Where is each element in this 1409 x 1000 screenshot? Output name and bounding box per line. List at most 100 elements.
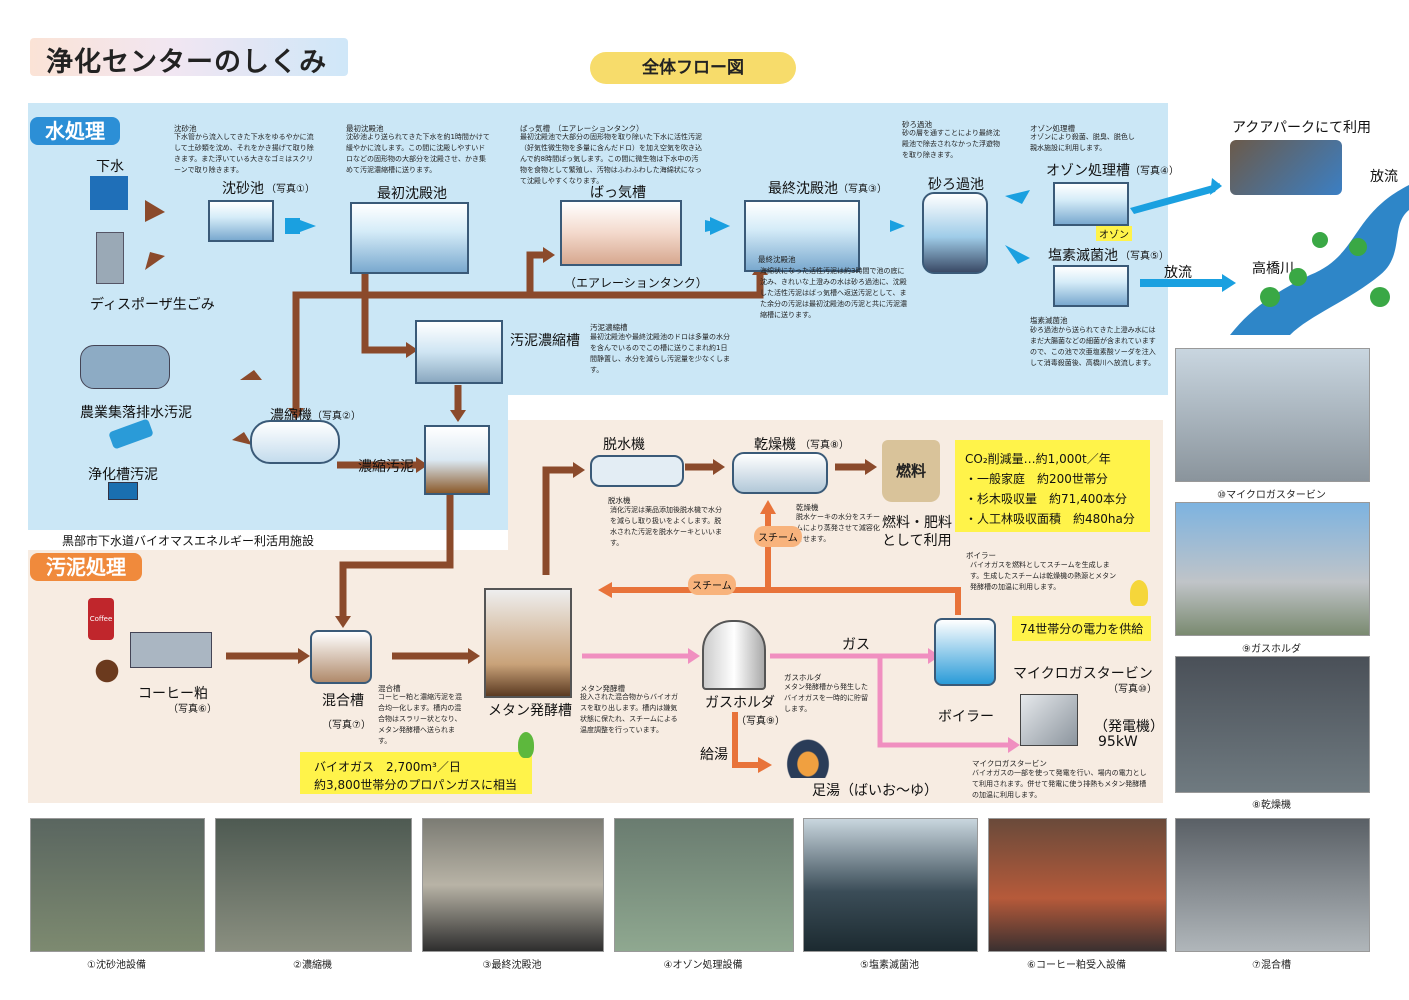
- chinsachi-desc: 下水管から流入してきた下水をゆるやかに流して土砂類を沈め、それをかき揚げて取り除…: [174, 133, 314, 174]
- photo-caption-10: ⑩マイクロガスタービン: [1217, 490, 1326, 501]
- chinsachi-title: 沈砂池: [222, 181, 264, 197]
- mixing-tank-icon: [310, 630, 372, 684]
- concentrate-tank: [424, 425, 490, 495]
- gasholder-desc: メタン発酵槽から発生したバイオガスを一時的に貯留します。: [784, 683, 868, 713]
- kansou-title: 乾燥機: [754, 437, 796, 453]
- coffee-title: コーヒー粕: [138, 686, 208, 702]
- photo-caption-7: ⑦混合槽: [1252, 960, 1291, 971]
- fuel-bag-icon: 燃料: [882, 440, 940, 502]
- coffee-photo: （写真⑥）: [168, 704, 217, 715]
- co2-line1: CO₂削減量…約1,000t／年: [965, 452, 1111, 466]
- thickener-icon: [250, 420, 340, 464]
- ozone-title: オゾン処理槽: [1046, 163, 1130, 179]
- jyouka-label: 浄化槽汚泥: [88, 467, 158, 483]
- gasholder-desc-title: ガスホルダ: [784, 673, 822, 682]
- disposer-label: ディスポーザ生ごみ: [90, 297, 215, 313]
- flow-label: 全体フロー図: [590, 52, 796, 84]
- facility-name: 黒部市下水道バイオマスエネルギー利活用施設: [62, 534, 315, 548]
- metan-desc-title: メタン発酵槽: [580, 684, 625, 693]
- steam1-label: スチーム: [754, 526, 802, 547]
- saishu-photo: （写真③）: [838, 184, 887, 195]
- photo-caption-6: ⑥コーヒー粕受入設備: [1027, 960, 1126, 971]
- bakki-title: ばっ気槽: [590, 185, 646, 201]
- co2-box: CO₂削減量…約1,000t／年 ・一般家庭 約200世帯分 ・杉木吸収量 約7…: [955, 440, 1150, 532]
- return-to-aeration-line: [526, 251, 545, 295]
- boiler-desc: バイオガスを燃料としてスチームを生成します。生成したスチームは乾燥機の熱源とメタ…: [970, 561, 1117, 591]
- page-title: 浄化センターのしくみ: [46, 47, 328, 78]
- river-icon: [1230, 185, 1409, 335]
- ozone-tank: [1053, 182, 1129, 226]
- turbine-desc-title: マイクロガスタービン: [972, 759, 1047, 768]
- ozone-desc: オゾンにより殺菌、脱臭、脱色し親水施設に利用します。: [1030, 133, 1135, 152]
- co2-line3: ・杉木吸収量 約71,400本分: [965, 492, 1127, 506]
- boiler-title: ボイラー: [938, 709, 994, 725]
- bakki-desc-title: ばっ気槽 （エアレーションタンク）: [520, 124, 644, 133]
- houryu2-label: 放流: [1164, 265, 1192, 281]
- methane-tank-icon: [484, 588, 572, 698]
- dassui-title: 脱水機: [603, 437, 645, 453]
- boiler-icon: [934, 618, 996, 686]
- nenryo-caption2: として利用: [882, 533, 952, 549]
- turbine-photo: （写真⑩）: [1108, 684, 1157, 695]
- dryer-icon: [732, 452, 828, 494]
- methane-to-dewater: [542, 466, 575, 575]
- turbine-kw: 95kW: [1098, 734, 1138, 750]
- coffee-can-icon: Coffee: [88, 598, 114, 640]
- kongou-photo: （写真⑦）: [322, 720, 371, 731]
- kyuto-label: 給湯: [700, 747, 728, 763]
- steam-to-methane: [612, 587, 961, 615]
- coffee-beans-icon: [92, 648, 122, 694]
- sewage-label: 下水: [96, 159, 124, 175]
- footbath-icon: [772, 722, 844, 778]
- biogas-line1: バイオガス 2,700m³／日: [314, 760, 461, 774]
- enso-desc-title: 塩素滅菌池: [1030, 316, 1068, 325]
- turbine-gen: （発電機）: [1094, 719, 1164, 735]
- chinsachi-tank: [208, 200, 274, 242]
- hot-water-line: [732, 712, 760, 768]
- photo-caption-3: ③最終沈殿池: [482, 960, 542, 971]
- water-section-tag: 水処理: [30, 117, 120, 145]
- photo-ozone: [614, 818, 794, 952]
- chinsachi-desc-title: 沈砂池: [174, 124, 197, 133]
- bakki-desc: 最初沈殿池で大部分の固形物を取り除いた下水に活性汚泥（好気性微生物を多量に含んだ…: [520, 133, 702, 185]
- coffee-truck-icon: [130, 632, 212, 668]
- flame-icon: [518, 732, 534, 758]
- kansou-desc-title: 乾燥機: [796, 503, 819, 512]
- saisho-desc: 沈砂池より送られてきた下水を約1時間かけて緩やかに流します。この間に沈殿しやすい…: [346, 133, 490, 174]
- suna-title: 砂ろ過池: [928, 177, 984, 193]
- dassui-desc: 消化汚泥は薬品添加後脱水機で水分を減らし取り扱いをよくします。脱水された汚泥を脱…: [610, 506, 722, 547]
- photo-caption-8: ⑧乾燥機: [1252, 800, 1291, 811]
- sludge-section-tag: 汚泥処理: [30, 553, 142, 581]
- turbine-icon: [1020, 694, 1078, 746]
- photo-thickener: [215, 818, 412, 952]
- photo-chinsachi: [30, 818, 205, 952]
- enso-tank: [1053, 265, 1129, 307]
- river-label: 高橋川: [1252, 261, 1294, 277]
- saishu-tank: [744, 200, 860, 272]
- photo-mixing-tank: [1175, 818, 1370, 952]
- photo-caption-4: ④オゾン処理設備: [663, 960, 743, 971]
- dewater-icon: [590, 455, 684, 487]
- saisho-title: 最初沈殿池: [377, 186, 447, 202]
- sludge-block-icon: [108, 482, 138, 500]
- nosyukuki-photo: （写真②）: [312, 411, 361, 422]
- gasholder-title: ガスホルダ: [705, 695, 775, 711]
- photo-caption-5: ⑤塩素滅菌池: [860, 960, 919, 971]
- co2-line2: ・一般家庭 約200世帯分: [965, 472, 1108, 486]
- boiler-desc-title: ボイラー: [966, 551, 996, 560]
- metan-title: メタン発酵槽: [488, 703, 572, 719]
- metan-desc: 投入された混合物からバイオガスを取り出します。槽内は嫌気状態に保たれ、スチームに…: [580, 693, 678, 734]
- aquapark-icon: [1230, 140, 1342, 195]
- photo-caption-9: ⑨ガスホルダ: [1242, 644, 1301, 655]
- nosyuku-odei-label: 濃縮汚泥: [358, 459, 414, 475]
- tanker-truck-icon: [80, 345, 170, 389]
- aqua-label: アクアパークにて利用: [1232, 120, 1372, 136]
- enso-photo: （写真⑤）: [1120, 251, 1169, 262]
- nenryo-caption1: 燃料・肥料: [882, 515, 952, 531]
- bakki-tank: [560, 200, 682, 266]
- kongou-desc-title: 混合槽: [378, 684, 401, 693]
- to-sludge-tank-line: [361, 255, 408, 354]
- gasholder-icon: [702, 620, 766, 690]
- saisho-desc-title: 最初沈殿池: [346, 124, 384, 133]
- power-supply-label: 74世帯分の電力を供給: [1012, 616, 1152, 641]
